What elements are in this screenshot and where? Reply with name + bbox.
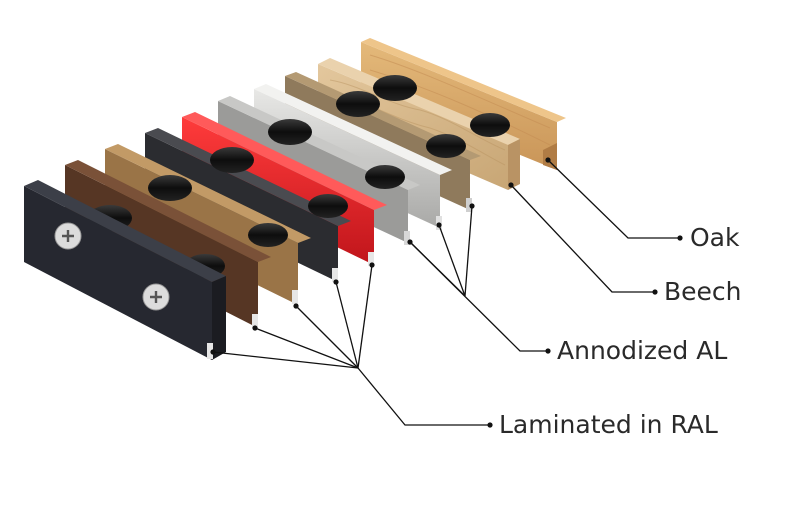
leader-dots: [210, 157, 683, 428]
leader-beech: [510, 184, 655, 293]
phillips-screw-icon: [54, 222, 82, 250]
label-beech: Beech: [664, 277, 742, 306]
leader-anodized: [409, 241, 548, 352]
label-laminated: Laminated in RAL: [499, 410, 718, 439]
label-anodized: Annodized AL: [557, 336, 727, 365]
leader-laminated: [357, 367, 490, 426]
phillips-screw-icon: [142, 283, 170, 311]
leader-oak: [547, 159, 680, 239]
leader-lines: [212, 159, 680, 426]
label-oak: Oak: [690, 223, 740, 252]
